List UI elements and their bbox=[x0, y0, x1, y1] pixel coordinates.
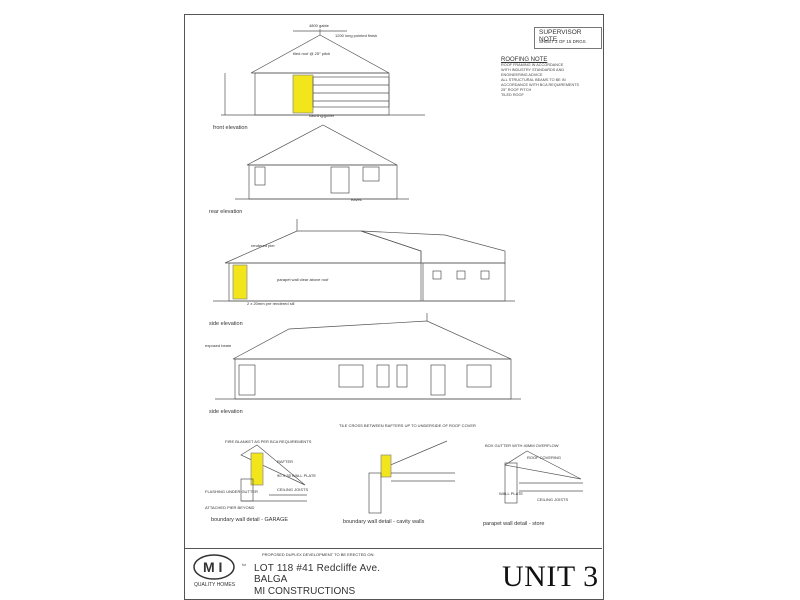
lot-address: LOT 118 #41 Redcliffe Ave. bbox=[254, 563, 381, 574]
unit-number: UNIT 3 bbox=[502, 560, 599, 593]
roofing-note-line: ENGINEERING ADVICE bbox=[501, 73, 543, 77]
suburb: BALGA bbox=[254, 574, 288, 585]
cavity-note-text: TILE CROSS BETWEEN RAFTERS UP TO UNDERSI… bbox=[339, 423, 476, 428]
gutter-text: FLASHING UNDER GUTTER bbox=[205, 489, 258, 494]
rear-elevation-label: rear elevation bbox=[209, 209, 242, 215]
roofing-note-line: ROOF FRAMING IN ACCORDANCE bbox=[501, 63, 564, 67]
gable-width-text: 4800 gable bbox=[309, 23, 330, 28]
fire-blanket-text: FIRE BLANKET AS PER BCA REQUIREMENTS bbox=[225, 439, 312, 444]
parapet-detail-label: parapet wall detail - store bbox=[483, 521, 544, 527]
parapet-detail-group bbox=[504, 450, 583, 504]
soffit-text: eaves bbox=[351, 197, 362, 202]
cavity-detail-group bbox=[368, 440, 455, 514]
roofing-note-line: ALL STRUCTURAL BEAMS TO BE IN bbox=[501, 78, 566, 82]
elevations-drawing: front elevation rear elevation side elev… bbox=[205, 23, 583, 527]
roofing-note-line: ACCORDANCE WITH BCA REQUIREMENTS bbox=[501, 83, 580, 87]
roofing-notes: ROOFING NOTE ROOF FRAMING IN ACCORDANCE … bbox=[501, 57, 591, 98]
rear-elevation-group bbox=[235, 124, 409, 200]
box-gutter-text: BOX GUTTER WITH 40MM OVERFLOW bbox=[485, 443, 559, 448]
logo-icon: M I QUALITY HOMES bbox=[193, 554, 236, 588]
front-elevation-group bbox=[221, 29, 425, 116]
title-block-header: PROPOSED DUPLEX DEVELOPMENT TO BE ERECTE… bbox=[262, 552, 375, 557]
supervisor-note-title: SUPERVISOR NOTE bbox=[539, 29, 582, 43]
builder-name: MI CONSTRUCTIONS bbox=[254, 586, 356, 597]
drawing-sheet: front elevation rear elevation side elev… bbox=[184, 14, 604, 600]
roof-covering-text: ROOF COVERING bbox=[527, 455, 561, 460]
brick-note-text: parapet wall clear above roof bbox=[277, 277, 329, 282]
tiled-roof-text: tiled roof @ 25° pitch bbox=[293, 51, 330, 56]
garage-detail-label: boundary wall detail - GARAGE bbox=[211, 517, 288, 523]
company-logo: M I QUALITY HOMES bbox=[192, 553, 236, 593]
supervisor-note-box: SUPERVISOR NOTE SHEET 2 OF 15 DRGS bbox=[534, 27, 602, 49]
roofing-note-line: TILED ROOF bbox=[501, 93, 524, 97]
front-elevation-label: front elevation bbox=[213, 125, 248, 131]
logo-letters: M I bbox=[203, 559, 222, 575]
rear-note-text: exposed beam bbox=[205, 343, 232, 348]
attached-text: ATTACHED PIER BEYOND bbox=[205, 505, 255, 510]
roofing-notes-title: ROOFING NOTE bbox=[501, 57, 548, 63]
rafter-text: RAFTER bbox=[277, 459, 293, 464]
side-elevation-2-label: side elevation bbox=[209, 409, 243, 415]
render-note-text: rendered pier bbox=[251, 243, 275, 248]
wall-plate-2-text: WALL PLATE bbox=[499, 491, 523, 496]
sheet-number: SHEET 2 OF 15 DRGS bbox=[539, 39, 586, 44]
title-block-for: for bbox=[242, 563, 247, 567]
cavity-detail-label: boundary wall detail - cavity walls bbox=[343, 519, 425, 525]
roofing-note-line: 25° ROOF PITCH bbox=[501, 88, 532, 92]
pier-note-text: 2 x 20mm pre rendered sill bbox=[247, 301, 294, 306]
flashing-text: flashing/gutter bbox=[309, 113, 335, 118]
roofing-note-line: WITH INDUSTRY STANDARDS AND bbox=[501, 68, 565, 72]
wall-plate-text: 90 X 35 WALL PLATE bbox=[277, 473, 316, 478]
side-elevation-label: side elevation bbox=[209, 321, 243, 327]
side-elevation-1-group bbox=[213, 219, 515, 302]
title-block: M I QUALITY HOMES PROPOSED DUPLEX DEVELO… bbox=[184, 548, 602, 599]
ceiling-joists-2-text: CEILING JOISTS bbox=[537, 497, 568, 502]
side-elevation-2-group bbox=[215, 313, 521, 400]
ceiling-joists-text: CEILING JOISTS bbox=[277, 487, 308, 492]
logo-subtext: QUALITY HOMES bbox=[194, 582, 236, 588]
garage-detail-group bbox=[240, 444, 307, 502]
gable-note-text: 1200 long pointed finish bbox=[335, 33, 377, 38]
